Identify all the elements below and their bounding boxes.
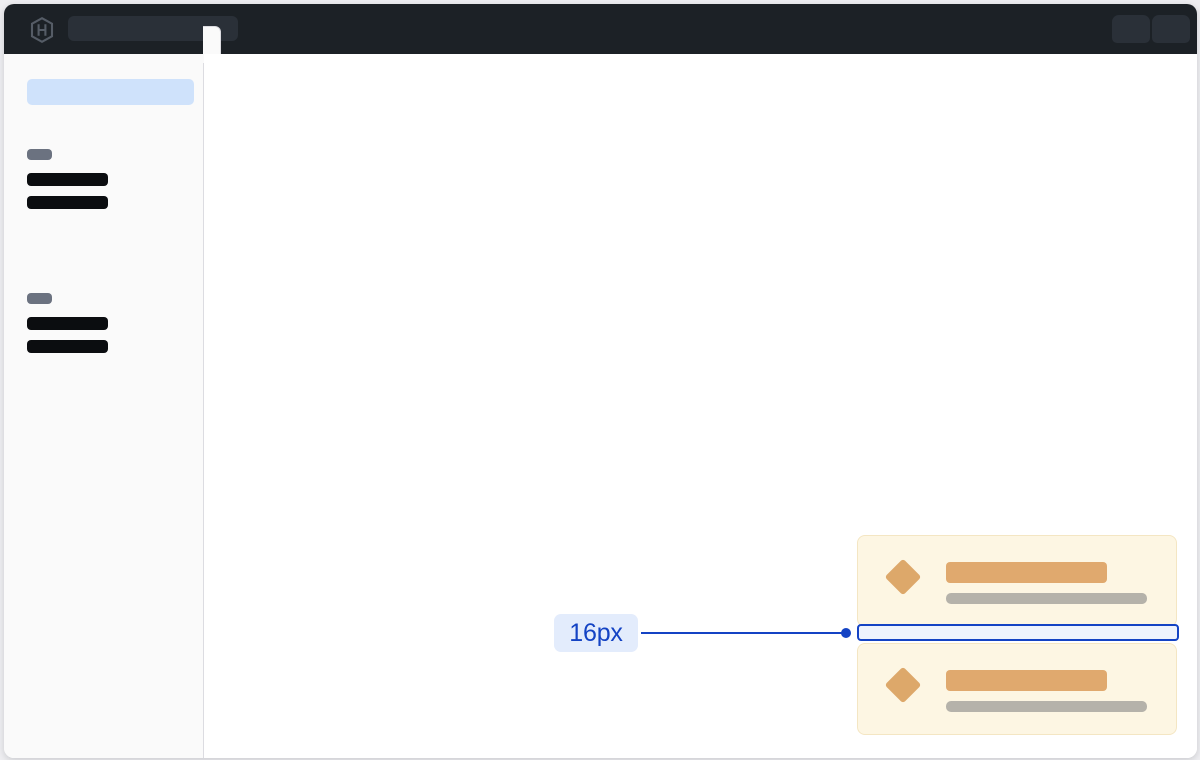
list-item[interactable] bbox=[857, 643, 1177, 735]
sidebar bbox=[4, 54, 204, 758]
card-subtitle-placeholder bbox=[946, 701, 1147, 712]
measure-leader-line bbox=[641, 632, 846, 634]
main-canvas: 16px bbox=[204, 54, 1197, 758]
top-bar-pill-2[interactable] bbox=[1152, 15, 1190, 43]
spacing-measure-box bbox=[857, 624, 1179, 641]
sidebar-group-1 bbox=[27, 149, 108, 219]
list-item[interactable] bbox=[857, 535, 1177, 627]
sidebar-item-active[interactable] bbox=[27, 79, 194, 105]
sidebar-item-2-1[interactable] bbox=[27, 317, 108, 330]
spacing-value-chip: 16px bbox=[554, 614, 638, 652]
diamond-icon bbox=[884, 666, 922, 704]
top-bar-pill-1[interactable] bbox=[1112, 15, 1150, 43]
hashicorp-hexagon-logo[interactable] bbox=[29, 17, 55, 43]
sidebar-group-2 bbox=[27, 293, 108, 363]
card-subtitle-placeholder bbox=[946, 593, 1147, 604]
sidebar-item-1-1[interactable] bbox=[27, 173, 108, 186]
sidebar-group-2-label bbox=[27, 293, 52, 304]
sidebar-group-1-label bbox=[27, 149, 52, 160]
diamond-icon bbox=[884, 558, 922, 596]
app-window: 16px bbox=[4, 4, 1197, 758]
card-title-placeholder bbox=[946, 670, 1107, 691]
measure-leader-dot bbox=[841, 628, 851, 638]
card-title-placeholder bbox=[946, 562, 1107, 583]
sidebar-item-2-2[interactable] bbox=[27, 340, 108, 353]
top-bar bbox=[4, 4, 1197, 54]
sidebar-item-1-2[interactable] bbox=[27, 196, 108, 209]
